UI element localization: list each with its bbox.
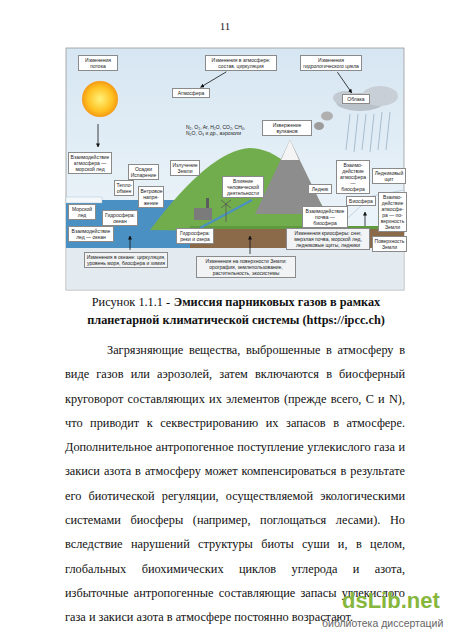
ocean <box>66 197 102 203</box>
cloud-rain <box>362 114 366 150</box>
box-text: Взаимодействие атмосфера — морской лед <box>71 154 110 172</box>
volcano-smoke <box>314 122 324 130</box>
watermark-logo: dsLib.net <box>342 588 440 614</box>
box-text: Ледниковый щит <box>375 170 404 182</box>
box-text: Облака <box>345 96 368 102</box>
change-box: Изменения на поверхности Земли: орографи… <box>196 256 296 278</box>
label-box: Осадки Испарение <box>128 164 159 180</box>
figure-number: Рисунок 1.1.1 - <box>92 295 170 309</box>
factory <box>221 200 231 208</box>
label-box: Взаимодействие атмосфера — морской лед <box>68 152 112 174</box>
factory <box>221 200 231 208</box>
box-text: Биосфера <box>349 198 374 204</box>
bottom-panel <box>66 248 403 290</box>
label-box: Ветровое напря- жение <box>138 186 164 208</box>
page-number: 11 <box>0 20 450 32</box>
watermark-text: библиотека диссертаций <box>322 617 443 629</box>
box-text: Тепло- обмен <box>117 182 132 194</box>
label-box: Извержение вулканов <box>262 120 312 136</box>
label-box: Гидросфера: реки и озера <box>176 228 214 244</box>
factory <box>194 198 231 222</box>
box-text: Извержение вулканов <box>265 122 310 134</box>
figure-caption: Рисунок 1.1.1 -Эмиссия парниковых газов … <box>66 293 406 329</box>
box-text: Влияние человеческой деятельности <box>225 178 262 196</box>
volcano-smoke <box>314 112 333 131</box>
box-text: Взаимо- действие атмосфе- ра — по- верхн… <box>381 194 405 230</box>
label-box: Ледниковый щит <box>372 168 406 184</box>
box-text: Морской лед <box>71 206 94 218</box>
cloud-rain <box>370 114 374 152</box>
label-box: Влияние человеческой деятельности <box>222 176 264 198</box>
box-text: Ледник <box>311 186 330 192</box>
cloud-rain <box>346 112 390 152</box>
factory <box>226 204 227 222</box>
box-text: Изменения на поверхности Земли: орографи… <box>199 258 294 276</box>
label-box: Гидросфера: океан <box>102 210 138 226</box>
box-text: Изменения гидрологического цикла <box>303 57 360 69</box>
process-arrows <box>130 236 131 250</box>
cloud-rain <box>378 112 382 150</box>
process-arrows <box>250 236 251 254</box>
label-box: Взаимо- действие атмосфе- ра — по- верхн… <box>378 192 407 232</box>
label-box: Поверхность Земли <box>372 236 407 252</box>
flow-arrow <box>201 72 227 87</box>
land <box>281 140 299 160</box>
body-paragraph: Загрязняющие вещества, выброшенные в атм… <box>65 338 405 630</box>
label-box: Биосфера <box>346 196 376 206</box>
label-box: Морской лед <box>68 204 96 220</box>
label-box: Ледник <box>308 184 332 194</box>
volcano-smoke <box>321 112 333 121</box>
change-box: Изменения в океане: циркуляция, уровень … <box>84 252 168 268</box>
bottom-panel <box>66 248 403 290</box>
factory <box>194 208 212 220</box>
label-box: Атмосфера <box>172 88 210 98</box>
label-box: Взаимо- действие атмосфера — биосфера <box>336 160 370 194</box>
box-text: Изменения потока <box>81 57 116 69</box>
label-box: Изменения потока <box>78 55 118 71</box>
box-text: Взаимодействие лед — океан <box>71 228 112 240</box>
box-text: Ветровое напря- жение <box>141 188 162 206</box>
sun <box>82 81 118 117</box>
box-text: Поверхность Земли <box>375 238 405 250</box>
label-box: Тепло- обмен <box>114 180 134 196</box>
gas-list: N₂, O₂, Ar, H₂O, CO₂, CH₄, N₂O, O₃ и др.… <box>186 124 246 136</box>
figure-frame <box>66 48 404 290</box>
label-box: Взаимодействие лед — океан <box>68 226 114 242</box>
box-text: Взаимодействие почва — биосфера <box>305 208 346 226</box>
box-text: Изменения криосферы: снег, мерзлая почва… <box>289 230 368 248</box>
box-text: Взаимо- действие атмосфера — биосфера <box>339 162 368 192</box>
cloud-rain <box>354 114 358 152</box>
flow-arrow <box>337 72 351 93</box>
label-box: Излучение Земли <box>170 160 200 176</box>
cloud-rain <box>333 86 398 152</box>
change-box: Изменения криосферы: снег, мерзлая почва… <box>286 228 370 250</box>
process-arrows <box>365 212 366 226</box>
box-text: Осадки Испарение <box>131 166 157 178</box>
box-text: Атмосфера <box>175 90 208 96</box>
land <box>255 140 326 214</box>
box-text: Изменения в атмосфере: состав, циркуляци… <box>208 57 275 69</box>
box-text: Излучение Земли <box>173 162 198 174</box>
label-box: Изменения гидрологического цикла <box>300 55 362 71</box>
box-text: Гидросфера: океан <box>105 212 136 224</box>
factory <box>206 198 209 208</box>
process-arrows <box>98 124 99 147</box>
sun <box>82 81 118 117</box>
box-text: Гидросфера: реки и озера <box>179 230 212 242</box>
cloud-rain <box>346 114 350 150</box>
cloud-rain <box>386 112 390 150</box>
label-box: Взаимодействие почва — биосфера <box>302 206 348 228</box>
figure-frame <box>66 48 404 290</box>
label-box: Изменения в атмосфере: состав, циркуляци… <box>205 55 277 71</box>
box-text: Изменения в океане: циркуляция, уровень … <box>87 254 166 266</box>
label-box: Облака <box>342 94 370 104</box>
